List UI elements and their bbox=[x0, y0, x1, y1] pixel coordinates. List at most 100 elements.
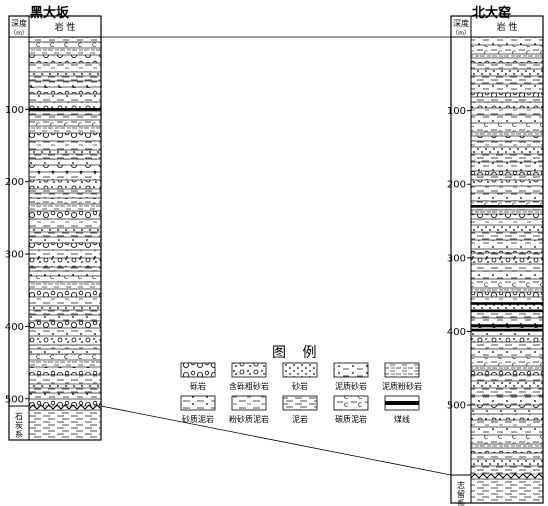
lithology-layer bbox=[470, 380, 544, 389]
lithology-layer bbox=[470, 62, 544, 70]
lithology-layer bbox=[470, 218, 544, 226]
legend-swatch-mudstone bbox=[282, 395, 318, 411]
lithology-layer bbox=[28, 327, 102, 337]
lithology-layer bbox=[470, 426, 544, 436]
lithology-layer bbox=[470, 291, 544, 298]
lithology-layer bbox=[28, 374, 102, 385]
depth-tick-label: 200 bbox=[5, 177, 24, 188]
lithology-layer bbox=[470, 114, 544, 124]
lithology-layer bbox=[470, 131, 544, 137]
depth-unit: （m） bbox=[10, 30, 28, 37]
lithology-layer bbox=[470, 101, 544, 109]
lithology-layer bbox=[28, 36, 102, 43]
lithology-layer bbox=[470, 192, 544, 202]
depth-tick-label: 200 bbox=[447, 180, 466, 191]
lithology-layer bbox=[28, 314, 102, 322]
lithology-header: 岩 性 bbox=[497, 21, 518, 33]
lithology-layer bbox=[470, 465, 544, 475]
lithology-layer bbox=[28, 242, 102, 251]
lithology-layer bbox=[28, 383, 102, 389]
legend-swatch-box bbox=[282, 395, 318, 411]
lithology-layer bbox=[470, 248, 544, 254]
lithology-layer bbox=[470, 369, 544, 376]
lithology-layer bbox=[28, 110, 102, 116]
lithology-layer bbox=[28, 210, 102, 220]
legend-swatch-coal bbox=[384, 395, 420, 411]
lithology-layer bbox=[470, 68, 544, 77]
depth-tick-label: 500 bbox=[5, 394, 24, 405]
lithology-layer bbox=[470, 257, 544, 265]
depth-tick-label: 100 bbox=[447, 106, 466, 117]
right-column-title: 北大窑 bbox=[472, 6, 512, 21]
lithology-layer bbox=[470, 135, 544, 142]
legend-swatch-box bbox=[231, 362, 267, 378]
legend-swatch-box bbox=[333, 395, 369, 411]
lithology-layer bbox=[470, 174, 544, 181]
lithology-layer bbox=[28, 353, 102, 361]
lithology-layer bbox=[28, 179, 102, 190]
legend-swatch-carbonaceous-mudstone bbox=[333, 395, 369, 411]
lithology-layer bbox=[470, 231, 544, 241]
lithology-layer bbox=[470, 44, 544, 55]
lithology-layer bbox=[28, 158, 102, 166]
depth-header: 深度 bbox=[11, 18, 27, 28]
lithology-layer bbox=[470, 122, 544, 133]
lithology-layer bbox=[470, 209, 544, 215]
lithology-layer bbox=[470, 263, 544, 272]
lithology-layer bbox=[28, 93, 102, 103]
lithology-layer bbox=[28, 203, 102, 212]
depth-tick-label: 300 bbox=[447, 253, 466, 264]
lithology-layer bbox=[28, 309, 102, 316]
correlation-lines bbox=[100, 36, 452, 476]
legend-label: 煤线 bbox=[394, 414, 410, 424]
legend-label: 含砾粗砂岩 bbox=[229, 381, 269, 391]
lithology-layer bbox=[470, 53, 544, 59]
lithology-layer bbox=[28, 153, 102, 160]
legend-label: 碳质泥岩 bbox=[335, 414, 367, 424]
lithology-layer bbox=[470, 179, 544, 187]
lithology-layer bbox=[28, 344, 102, 350]
lithology-layer bbox=[470, 140, 544, 148]
lithology-layer bbox=[470, 252, 544, 259]
lithology-layer bbox=[470, 341, 544, 350]
basement-label: 留 bbox=[457, 489, 465, 499]
lithology-layer bbox=[470, 107, 544, 116]
column-frame bbox=[450, 15, 544, 504]
depth-tick-label: 400 bbox=[447, 327, 466, 338]
legend-label: 泥质砂岩 bbox=[335, 381, 367, 391]
lithology-layer bbox=[28, 62, 102, 73]
lithology-layer bbox=[470, 146, 544, 155]
lithology-layer bbox=[28, 236, 102, 244]
lithology-header: 岩 性 bbox=[55, 21, 76, 33]
lithology-layer bbox=[28, 218, 102, 229]
lithology-layer bbox=[28, 71, 102, 77]
lithology-layer bbox=[470, 170, 544, 176]
lithology-layer bbox=[470, 96, 544, 103]
lithology-layer bbox=[470, 374, 544, 382]
lithology-layer bbox=[28, 75, 102, 82]
lithology-layer bbox=[470, 83, 544, 94]
lithology-layer bbox=[470, 161, 544, 172]
lithology-layer bbox=[470, 408, 544, 415]
lithology-layer bbox=[28, 266, 102, 272]
legend-swatch-muddy-sandstone bbox=[333, 362, 369, 378]
lithology-layer bbox=[28, 335, 102, 346]
legend-swatch-box bbox=[282, 362, 318, 378]
coal-seam bbox=[471, 328, 543, 332]
basement-label: 炭 bbox=[15, 421, 23, 430]
coal-seam bbox=[471, 302, 543, 305]
legend-label: 粉砂质泥岩 bbox=[229, 414, 269, 424]
legend-label: 泥质粉砂岩 bbox=[382, 381, 422, 391]
lithology-layer bbox=[470, 278, 544, 289]
lithology-layer bbox=[470, 270, 544, 280]
lithology-layer bbox=[470, 443, 544, 449]
depth-tick-label: 400 bbox=[5, 322, 24, 333]
legend-title: 图 例 bbox=[272, 345, 323, 361]
lithology-layer bbox=[470, 287, 544, 293]
lithology-layer bbox=[470, 224, 544, 233]
lithology-layer bbox=[28, 114, 102, 121]
legend-swatch-box bbox=[384, 362, 420, 378]
base-correlation-line bbox=[100, 405, 452, 476]
